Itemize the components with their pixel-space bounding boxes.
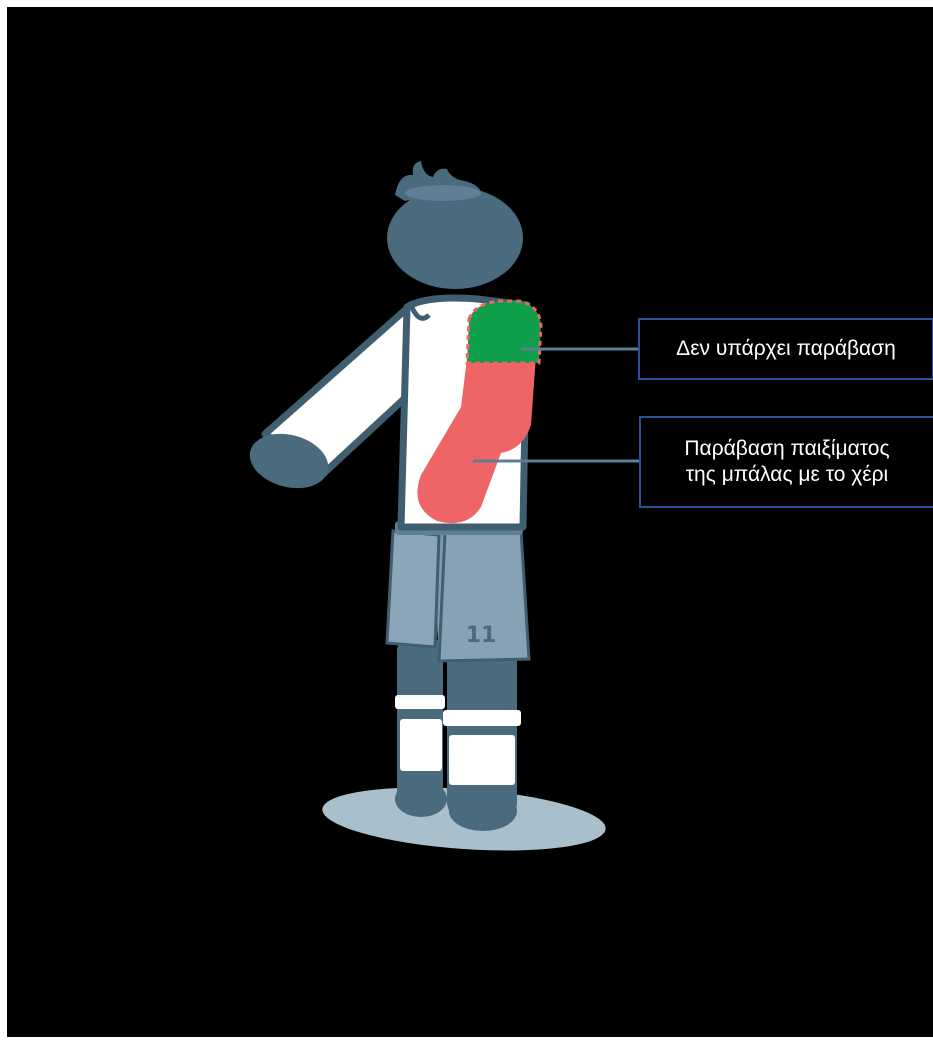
shorts: [387, 521, 529, 661]
right-leg: [447, 637, 517, 831]
label-handball-violation: Παράβαση παιξίματος της μπάλας με το χέρ…: [639, 416, 933, 508]
label-no-violation: Δεν υπάρχει παράβαση: [638, 318, 933, 380]
left-arm: [244, 304, 419, 496]
shoulder-allowed-zone: [467, 301, 541, 363]
shirt-number: 11: [466, 623, 497, 648]
player-figure: 11: [7, 7, 933, 1037]
label-handball-violation-text: Παράβαση παιξίματος της μπάλας με το χέρ…: [676, 436, 897, 488]
label-no-violation-text: Δεν υπάρχει παράβαση: [668, 336, 904, 362]
left-sock: [395, 695, 445, 771]
head: [387, 161, 523, 289]
diagram-canvas: 11 Δεν υπάρχει παράβαση Παράβαση παιξίμα…: [7, 7, 933, 1037]
right-sock: [443, 710, 521, 785]
